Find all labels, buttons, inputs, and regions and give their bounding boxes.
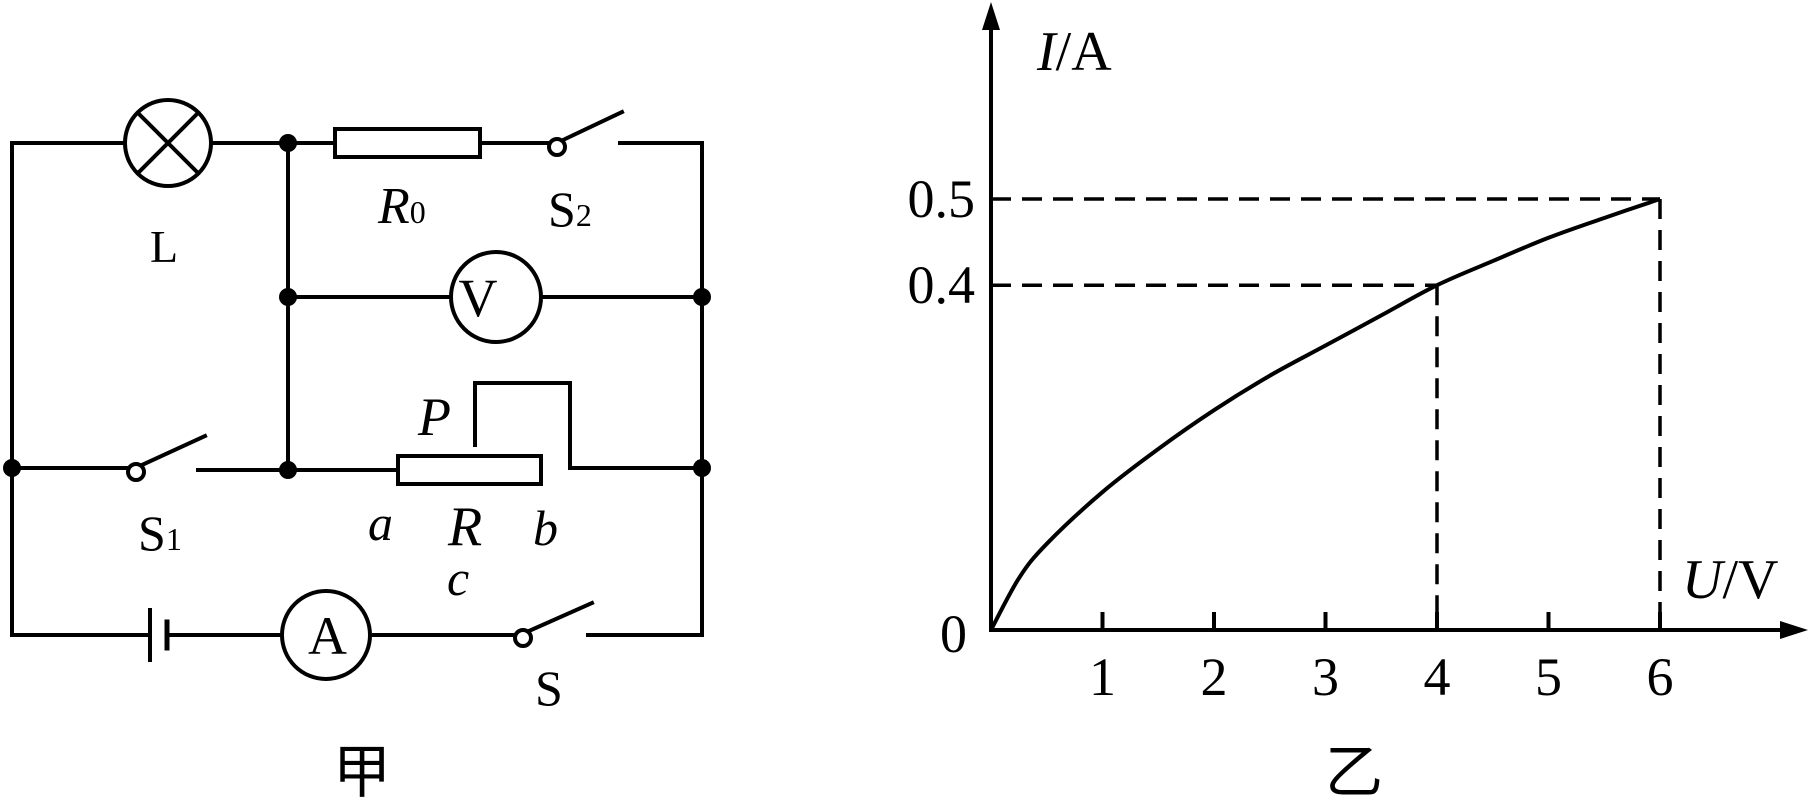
lamp-symbol [123, 98, 213, 188]
end-b-label: b [533, 500, 558, 556]
x-tick-label: 5 [1535, 647, 1562, 707]
graph-caption: 乙 [1325, 740, 1383, 802]
resistor-r0 [333, 127, 482, 159]
rheostat-label: R [447, 496, 482, 558]
series-line [989, 197, 1661, 631]
switch-s-label: S [535, 660, 563, 716]
circuit-diagram: L R0 S2 V P S1 a R b c A S 甲 [3, 98, 711, 805]
reference-lines [991, 197, 1662, 630]
end-a-label: a [368, 495, 393, 551]
x-tick-label: 6 [1647, 647, 1674, 707]
junction-node [279, 461, 297, 479]
y-tick-label: 0.4 [908, 255, 976, 315]
ammeter-label: A [308, 606, 347, 666]
lamp-label: L [150, 221, 178, 272]
x-axis-label: U/V [1682, 549, 1778, 611]
y-tick-label: 0.5 [908, 169, 976, 229]
series-group [989, 197, 1661, 631]
switch-s1 [126, 433, 208, 482]
junction-node [279, 288, 297, 306]
voltmeter-label: V [459, 268, 498, 328]
wire-s2-right [586, 141, 704, 637]
junction-node [3, 459, 21, 477]
wire-left-outer [10, 141, 152, 637]
circuit-caption: 甲 [333, 740, 391, 802]
point-c-label: c [447, 550, 469, 606]
s1-label: S1 [138, 505, 182, 561]
slider-p-label: P [417, 387, 451, 447]
junction-node [279, 134, 297, 152]
junction-node [693, 459, 711, 477]
junction-node [693, 288, 711, 306]
x-axis-arrow [1780, 621, 1808, 639]
iu-graph: 1 2 3 4 5 6 0.4 0.5 I/A U/V 0 乙 [908, 2, 1808, 805]
r0-label: R0 [377, 178, 426, 235]
switch-s [513, 600, 595, 648]
y-axis-arrow [982, 2, 1000, 30]
x-tick-label: 3 [1312, 647, 1339, 707]
x-tick-label: 1 [1089, 647, 1116, 707]
s2-label: S2 [548, 181, 592, 237]
rheostat-r [396, 454, 543, 486]
x-ticks: 1 2 3 4 5 6 0.4 0.5 [908, 169, 1674, 707]
switch-s2 [547, 109, 625, 157]
x-tick-label: 4 [1424, 647, 1451, 707]
x-tick-label: 2 [1201, 647, 1228, 707]
slider-p-wire [473, 381, 707, 470]
y-axis-label: I/A [1036, 21, 1112, 83]
origin-label: 0 [940, 604, 967, 664]
battery-symbol [148, 608, 170, 662]
